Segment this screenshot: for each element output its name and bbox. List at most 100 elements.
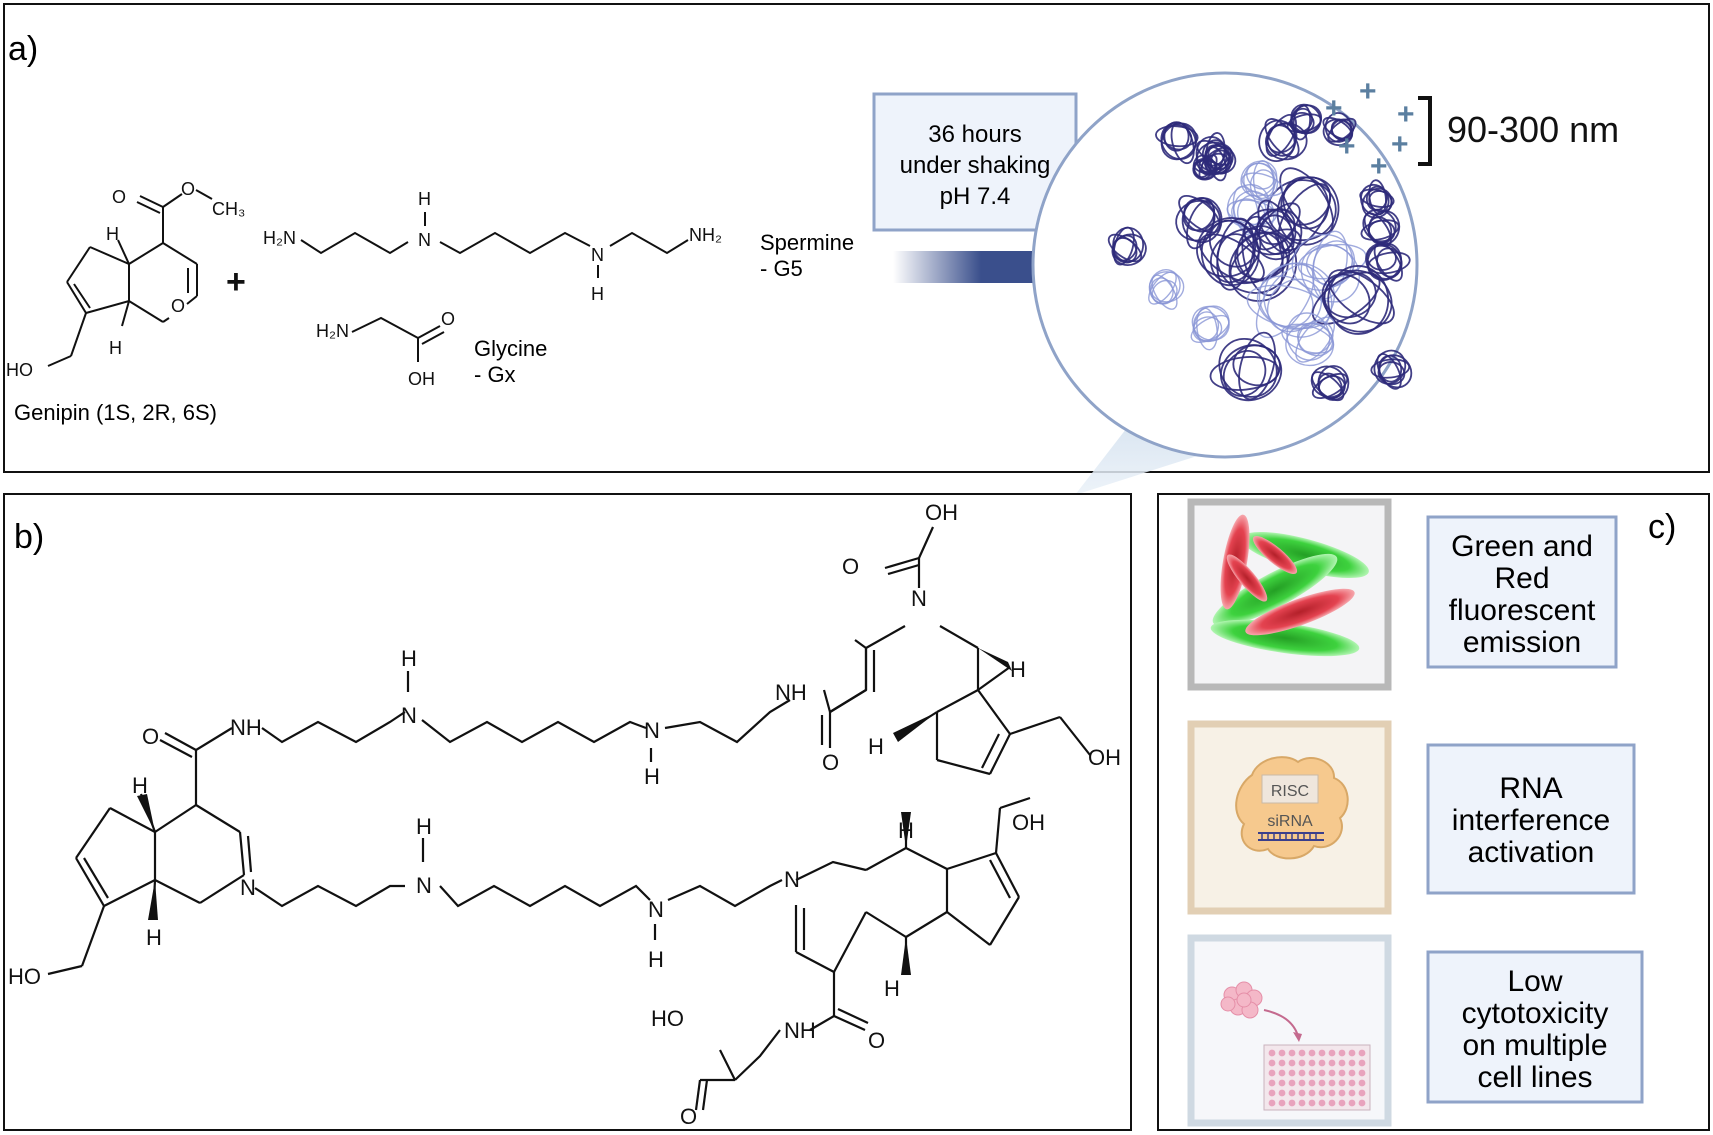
charge-plus: + <box>1370 150 1388 183</box>
charge-plus: + <box>1359 75 1377 108</box>
spermine-h1: H <box>418 189 431 209</box>
well <box>1348 1049 1356 1057</box>
atom-h: H <box>132 773 148 798</box>
spermine-h2: H <box>591 284 604 304</box>
nanoparticle <box>1310 365 1350 402</box>
atom-n: N <box>416 873 432 898</box>
fluorescent-cells-image <box>1187 498 1392 691</box>
well <box>1308 1089 1316 1097</box>
charge-plus: + <box>1338 130 1356 163</box>
atom-ho: HO <box>8 964 41 989</box>
risc-image: RISC siRNA <box>1187 720 1392 915</box>
genipin-o-ester: O <box>181 179 195 199</box>
well <box>1358 1069 1366 1077</box>
well <box>1268 1049 1276 1057</box>
genipin-h-top: H <box>106 224 119 244</box>
well <box>1268 1059 1276 1067</box>
well <box>1298 1089 1306 1097</box>
genipin-structure <box>47 189 213 367</box>
well <box>1338 1049 1346 1057</box>
panel-a-frame <box>3 3 1710 473</box>
well <box>1268 1069 1276 1077</box>
panel-c-label: c) <box>1648 508 1676 546</box>
crosslinked-structure <box>47 526 1091 1111</box>
nanoparticle <box>1190 305 1230 351</box>
atom-h: H <box>898 818 914 843</box>
nanoparticle <box>1359 179 1395 219</box>
panel-b-label: b) <box>14 518 44 556</box>
glycine-structure <box>351 316 445 362</box>
atom-h: H <box>401 646 417 671</box>
atom-oh: OH <box>1012 810 1045 835</box>
glycine-label: Glycine <box>474 336 547 361</box>
condition-line-2: under shaking <box>900 152 1051 179</box>
well <box>1308 1069 1316 1077</box>
well <box>1268 1099 1276 1107</box>
atom-n: N <box>401 703 417 728</box>
well <box>1318 1049 1326 1057</box>
fluorescence-line-2: Red <box>1494 562 1549 595</box>
rnai-line-3: activation <box>1468 836 1595 869</box>
fluorescence-line-3: fluorescent <box>1449 594 1596 627</box>
atom-o: O <box>822 750 839 775</box>
well <box>1358 1099 1366 1107</box>
well <box>1328 1089 1336 1097</box>
well <box>1328 1049 1336 1057</box>
genipin-ho: HO <box>6 360 33 380</box>
glycine-sub: - Gx <box>474 362 516 387</box>
well <box>1348 1089 1356 1097</box>
cytotoxicity-line-3: on multiple <box>1462 1029 1607 1062</box>
well <box>1288 1049 1296 1057</box>
rnai-line-2: interference <box>1452 804 1610 837</box>
fluorescence-line-4: emission <box>1463 626 1581 659</box>
atom-oh: OH <box>925 500 958 525</box>
well <box>1278 1079 1286 1087</box>
well <box>1318 1089 1326 1097</box>
spermine-label: Spermine <box>760 230 854 255</box>
well <box>1328 1059 1336 1067</box>
atom-h: H <box>1010 657 1026 682</box>
risc-label: RISC <box>1271 783 1309 800</box>
well <box>1318 1099 1326 1107</box>
atom-o: O <box>680 1104 697 1129</box>
cytotoxicity-line-4: cell lines <box>1477 1061 1592 1094</box>
well <box>1308 1049 1316 1057</box>
well <box>1268 1089 1276 1097</box>
nanoparticle <box>1155 121 1199 165</box>
nanoparticle <box>1107 226 1147 266</box>
well <box>1328 1099 1336 1107</box>
charge-plus: + <box>1391 128 1409 161</box>
well <box>1358 1089 1366 1097</box>
well <box>1288 1089 1296 1097</box>
genipin-h-bottom: H <box>109 338 122 358</box>
rnai-line-1: RNA <box>1499 772 1562 805</box>
atom-h: H <box>648 947 664 972</box>
atom-h: H <box>868 734 884 759</box>
nanoparticle <box>1286 103 1323 141</box>
well <box>1278 1059 1286 1067</box>
well <box>1348 1099 1356 1107</box>
property-box-cytotoxicity <box>1426 950 1644 1104</box>
nanoparticle-zoom-circle <box>1031 71 1419 459</box>
spermine-structure <box>300 212 689 278</box>
atom-ho: HO <box>651 1006 684 1031</box>
well <box>1298 1059 1306 1067</box>
wedge-bonds <box>137 648 1012 975</box>
well <box>1298 1049 1306 1057</box>
atom-o: O <box>842 554 859 579</box>
spermine-nh2: NH₂ <box>689 225 722 245</box>
atom-h: H <box>146 925 162 950</box>
well <box>1288 1079 1296 1087</box>
well <box>1318 1079 1326 1087</box>
well <box>1278 1099 1286 1107</box>
atom-nh: NH <box>784 1018 816 1043</box>
atom-nh: NH <box>775 680 807 705</box>
glycine-h2n: H₂N <box>316 321 349 341</box>
well <box>1358 1049 1366 1057</box>
panel-c-frame <box>1157 493 1710 1131</box>
nanoparticle <box>1200 143 1237 182</box>
property-box-fluorescence <box>1426 515 1618 669</box>
genipin-o-ring: O <box>171 296 185 316</box>
atom-o: O <box>142 724 159 749</box>
